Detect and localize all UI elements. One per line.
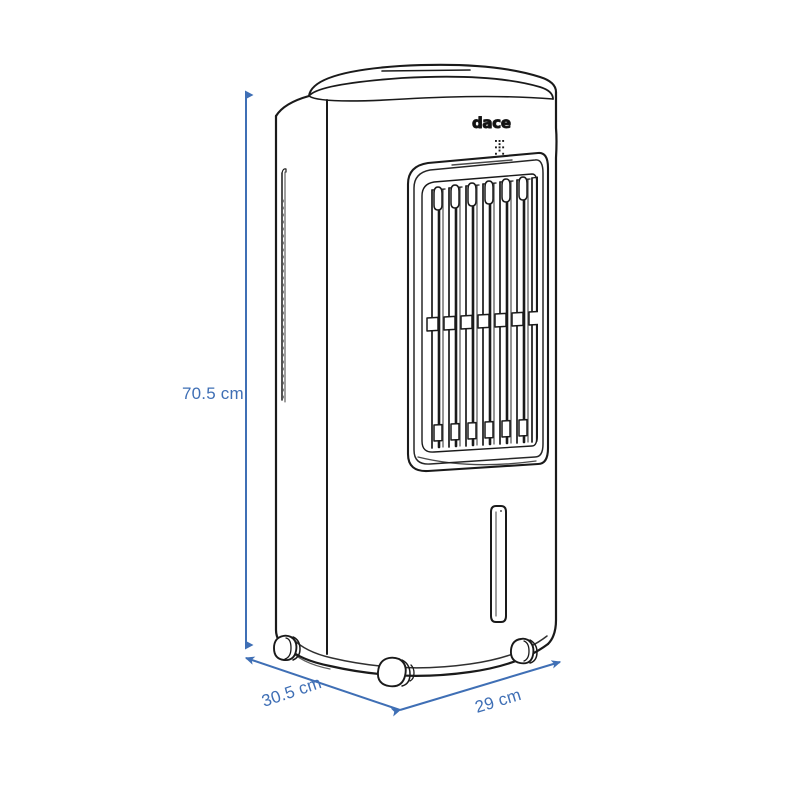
body-right-edge	[546, 90, 558, 646]
front-grille	[406, 151, 550, 473]
caster-wheel	[509, 637, 538, 665]
brand-logo-text: dace	[472, 114, 511, 132]
brand-dot-mark	[495, 140, 505, 155]
louver-blade	[460, 182, 480, 447]
side-panel-seam	[281, 168, 287, 403]
water-level-indicator	[490, 505, 507, 623]
width-dimension	[390, 660, 562, 717]
louver-blade	[494, 178, 514, 445]
louver-blade	[528, 176, 538, 443]
height-dimension-label: 70.5 cm	[182, 384, 244, 403]
louver-blade	[443, 184, 463, 448]
louver-blade	[426, 186, 446, 449]
top-control-panel	[307, 63, 558, 102]
product-body: dace	[273, 63, 558, 688]
brand-logo: dace	[472, 114, 512, 155]
depth-dimension-label: 30.5 cm	[259, 673, 324, 711]
louver-blade	[477, 180, 497, 446]
louver-blade	[511, 176, 531, 444]
width-dimension-label: 29 cm	[473, 685, 524, 717]
caster-wheel	[273, 634, 301, 662]
grille-outer-frame	[406, 151, 550, 473]
caster-wheel	[377, 656, 415, 688]
grille-inner-frame	[413, 159, 544, 465]
louver-blades	[426, 176, 538, 449]
depth-dimension	[244, 656, 401, 711]
dimension-annotations	[244, 90, 562, 717]
